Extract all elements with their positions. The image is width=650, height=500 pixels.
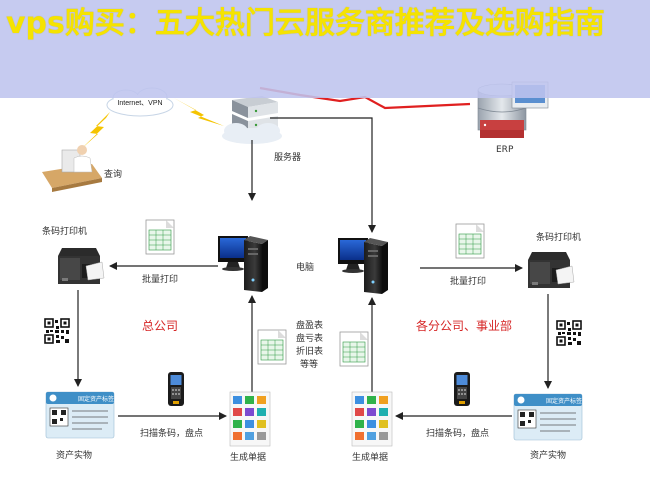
barcode-printer-right-icon (527, 251, 575, 289)
tag-title-right: 固定资产标签 (546, 397, 582, 405)
report-item-4: 等等 (300, 358, 318, 370)
report-item-3: 折旧表 (296, 345, 323, 357)
computer-label: 电脑 (296, 261, 314, 273)
report-item-2: 盘亏表 (296, 332, 323, 344)
qr-code-left-icon (43, 317, 71, 345)
batch-print-right-label: 批量打印 (450, 275, 486, 287)
branches-label: 各分公司、事业部 (416, 318, 512, 333)
asset-right-label: 资产实物 (530, 449, 566, 461)
qr-code-right-icon (555, 319, 583, 347)
computer-right-icon (338, 238, 388, 294)
asset-left-label: 资产实物 (56, 449, 92, 461)
lightning-left-icon (80, 112, 110, 150)
spreadsheet-right-icon (455, 223, 485, 259)
gen-docs-left-label: 生成单据 (230, 451, 266, 463)
tablet-screen-left-icon (229, 391, 271, 447)
barcode-printer-left-icon (57, 247, 105, 285)
server-icon (222, 96, 282, 144)
batch-print-left-label: 批量打印 (142, 273, 178, 285)
printer-right-label: 条码打印机 (536, 231, 581, 243)
scan-right-label: 扫描条码，盘点 (426, 427, 489, 439)
laptop-operator-icon (42, 145, 102, 192)
computer-left-icon (218, 236, 268, 292)
erp-label: ERP (496, 145, 514, 155)
title-banner: vps购买：五大热门云服务商推荐及选购指南 (0, 0, 650, 98)
handheld-scanner-left-icon (168, 372, 184, 406)
printer-left-label: 条码打印机 (42, 225, 87, 237)
spreadsheet-report-left-icon (257, 329, 287, 365)
tablet-screen-right-icon (351, 391, 393, 447)
query-label: 查询 (104, 168, 122, 180)
lightning-right-icon (174, 98, 224, 126)
internet-vpn-label: Internet、VPN (117, 100, 162, 107)
spreadsheet-left-icon (145, 219, 175, 255)
page-title[interactable]: vps购买：五大热门云服务商推荐及选购指南 (6, 6, 605, 41)
server-label: 服务器 (274, 151, 301, 163)
server-to-right-computer-arrow (270, 117, 376, 233)
gen-docs-right-label: 生成单据 (352, 451, 388, 463)
head-office-label: 总公司 (142, 319, 178, 333)
tag-title-left: 固定资产标签 (78, 395, 114, 403)
scan-left-label: 扫描条码，盘点 (140, 427, 203, 439)
spreadsheet-report-right-icon (339, 331, 369, 367)
report-item-1: 盘盈表 (296, 319, 323, 331)
handheld-scanner-right-icon (454, 372, 470, 406)
